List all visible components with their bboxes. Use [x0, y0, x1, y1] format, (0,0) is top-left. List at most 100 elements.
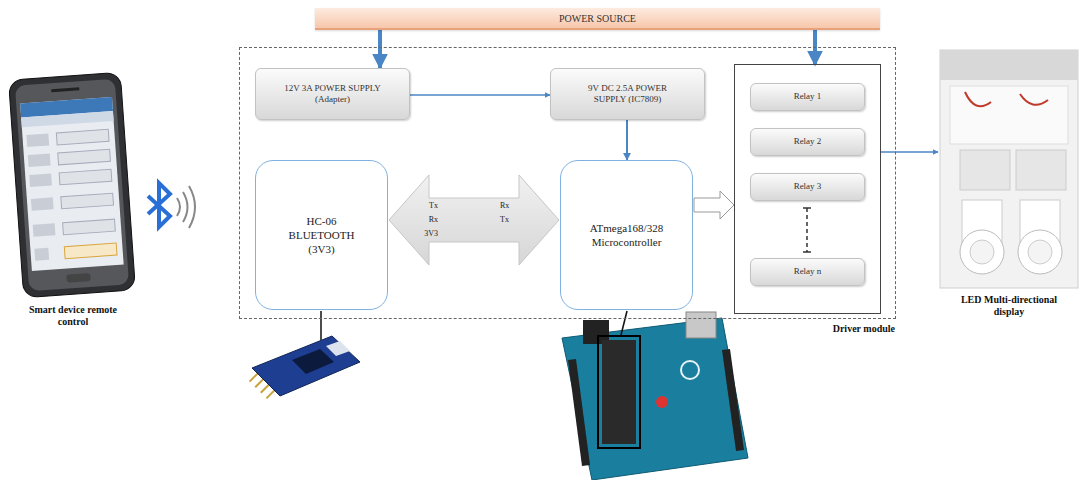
box-label: POWER SOURCE [559, 13, 636, 24]
phone-body [9, 72, 136, 297]
led-display-node: LED Multi-directional display [938, 48, 1080, 318]
tick [803, 251, 811, 253]
header-pin [261, 385, 269, 393]
phone-screen [20, 97, 123, 271]
relay-box: Relay 2 [750, 128, 865, 156]
caption-label: Smart device remote control [12, 304, 134, 328]
phone-speaker [51, 87, 79, 92]
app-button [63, 219, 116, 235]
lamp-lens [1018, 230, 1062, 274]
app-subtitle-bar [21, 111, 113, 127]
box-label: 12V 3A POWER SUPPLY (Adapter) [276, 83, 389, 106]
power-source-band: POWER SOURCE [315, 8, 880, 30]
display-top-shade [940, 50, 1078, 80]
pin-header [722, 349, 744, 451]
relay-panel: Relay 1 Relay 2 Relay 3 Relay n [735, 65, 880, 313]
caption-label: LED Multi-directional display [938, 294, 1080, 318]
connector-arrow [378, 30, 382, 68]
leader-line [621, 311, 627, 335]
app-button [34, 248, 49, 261]
tick [803, 207, 811, 209]
connector-arrow [410, 94, 550, 96]
lamp-lens-inner [970, 240, 994, 264]
connector-arrow [813, 30, 817, 65]
box-label: HC-06 BLUETOOTH (3V3) [277, 214, 367, 257]
board [562, 318, 748, 480]
app-button [59, 169, 112, 185]
relay-box: Relay 3 [750, 173, 865, 201]
power-supply-box: 9V DC 2.5A POWER SUPPLY (IC7809) [550, 68, 705, 120]
app-button [28, 153, 51, 167]
connector-arrow [626, 120, 628, 160]
smartphone-illustration [9, 72, 136, 297]
display-photo-ground [940, 50, 1078, 288]
box-label: 9V DC 2.5A POWER SUPPLY (IC7809) [571, 83, 684, 106]
app-button [29, 173, 52, 187]
module-antenna [326, 341, 350, 356]
module-board [252, 336, 360, 396]
wire [965, 92, 991, 106]
phone-bezel [15, 79, 129, 291]
app-input [64, 243, 117, 259]
connector-arrow [880, 151, 938, 153]
bluetooth-rune [148, 183, 170, 227]
dashed-line [806, 208, 808, 252]
chip-highlight [598, 336, 640, 448]
block-arrow [389, 175, 559, 265]
wire [1020, 94, 1048, 105]
header-pin [255, 379, 263, 387]
arduino-board-illustration [562, 311, 748, 480]
block-arrow [694, 191, 734, 219]
signal-wave [177, 198, 180, 216]
signal-wave [183, 192, 188, 222]
hc06-module-illustration [250, 311, 360, 398]
usb-port [686, 312, 716, 338]
box-label: Relay 2 [794, 136, 822, 147]
relay-box: Relay n [750, 258, 865, 286]
signal-wave [189, 186, 195, 228]
power-supply-box: 12V 3A POWER SUPPLY (Adapter) [255, 68, 410, 120]
reset-button [656, 396, 668, 408]
header-pin [266, 390, 274, 398]
leader-line [320, 311, 322, 340]
phone-home-button [66, 273, 90, 283]
relay-continuation [803, 208, 811, 252]
app-button [31, 197, 54, 211]
caption-label: Driver module [833, 323, 895, 334]
board-logo [681, 361, 699, 379]
smart-device-node: Smart device remote control [12, 72, 134, 328]
box-label: Relay 3 [794, 181, 822, 192]
pin-header [568, 359, 590, 466]
app-button [26, 134, 49, 148]
lamp-lens [960, 230, 1004, 274]
led-display-illustration [940, 50, 1078, 288]
signal-label: Rx [418, 215, 438, 225]
header-pin [250, 374, 258, 382]
signal-label: Tx [418, 201, 438, 211]
lamp-mount [960, 150, 1010, 190]
bluetooth-symbol [148, 183, 195, 228]
box-label: Relay 1 [794, 91, 822, 102]
signal-label: Tx [500, 215, 520, 225]
app-button [56, 129, 109, 145]
box-label: ATmega168/328 Microcontroller [582, 221, 672, 250]
app-button [33, 223, 56, 237]
box-label: Relay n [794, 266, 822, 277]
app-button [61, 193, 114, 209]
display-housing [950, 86, 1068, 144]
bluetooth-module-box: HC-06 BLUETOOTH (3V3) [255, 160, 388, 310]
microcontroller-box: ATmega168/328 Microcontroller [560, 160, 693, 310]
microcontroller-chip [602, 340, 636, 444]
lamp-mount [1016, 150, 1066, 190]
relay-box: Relay 1 [750, 83, 865, 111]
app-button [58, 149, 111, 165]
lamp-lens-inner [1028, 240, 1052, 264]
signal-label: 3V3 [418, 229, 438, 239]
module-chip [292, 349, 334, 374]
signal-label: Rx [500, 201, 520, 211]
driver-module-group: Driver module12V 3A POWER SUPPLY (Adapte… [240, 48, 895, 318]
connectors [380, 30, 938, 265]
